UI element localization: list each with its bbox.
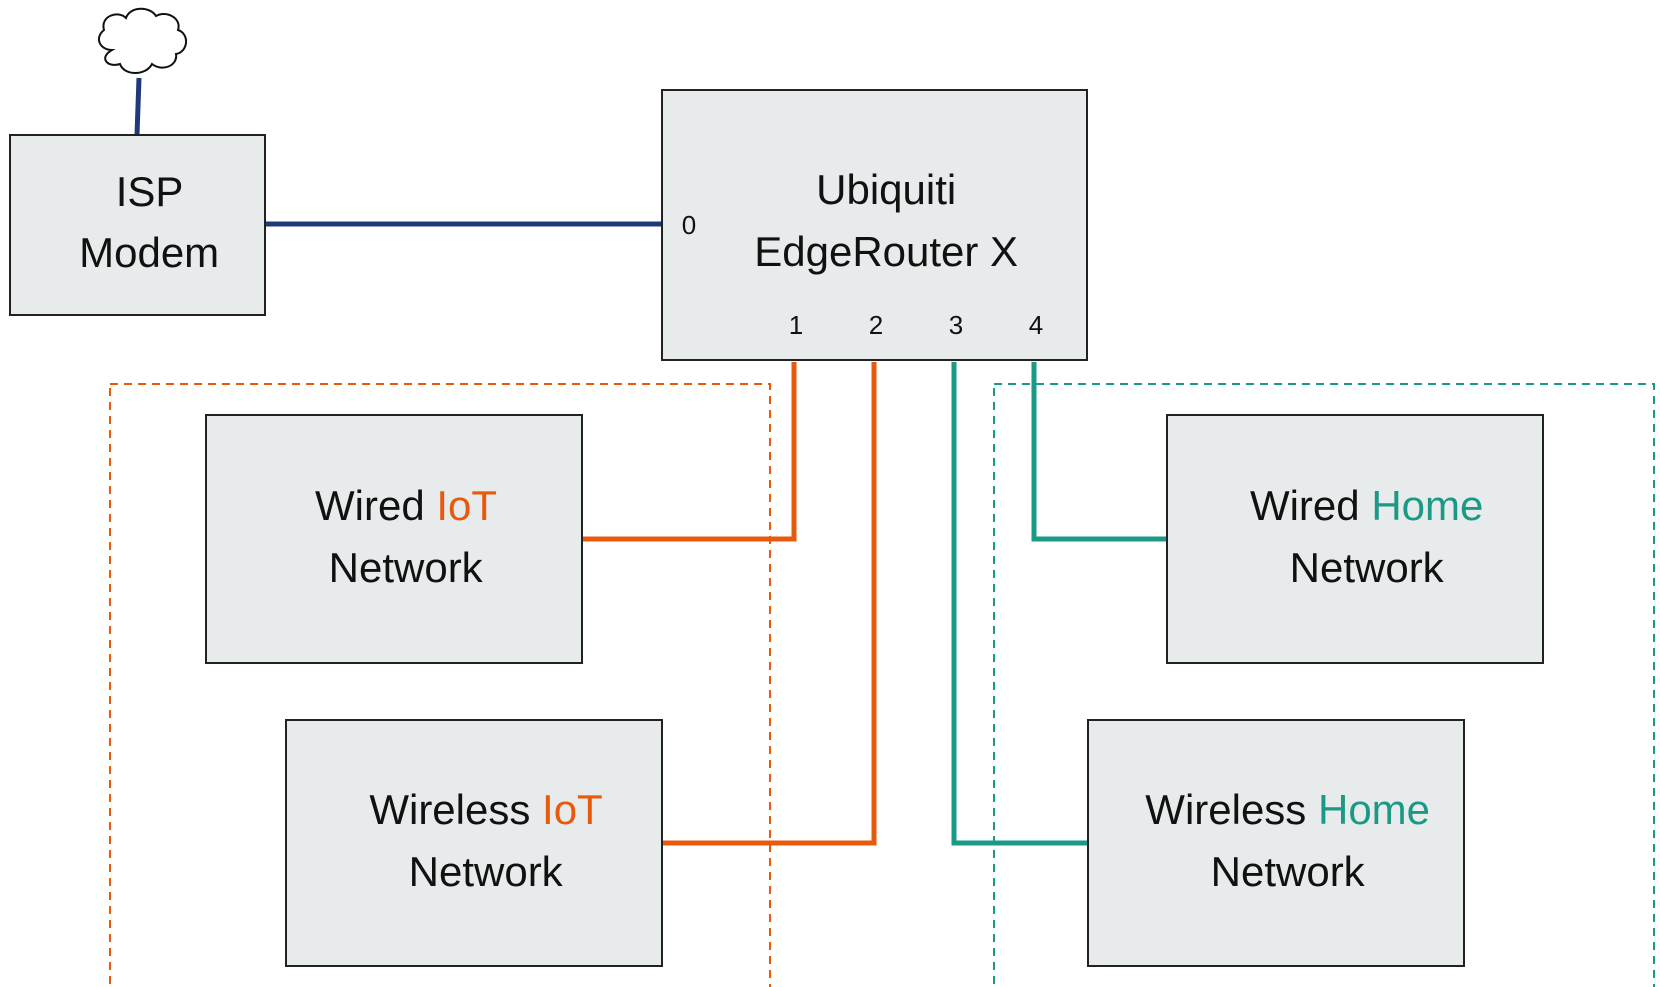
wired-home-line2: Network — [1290, 544, 1445, 591]
wireless-home-prefix: Wireless — [1145, 786, 1318, 833]
svg-text:Network: Network — [1208, 544, 1502, 591]
wired-iot-network-node: Wired IoT Network — [205, 414, 583, 664]
svg-text:EdgeRouter X: EdgeRouter X — [673, 228, 1077, 275]
port-4-label: 4 — [1029, 310, 1043, 340]
wireless-iot-line2: Network — [409, 848, 564, 895]
wired-iot-highlight: IoT — [436, 482, 496, 529]
wireless-iot-network-node: Wireless IoT Network — [285, 719, 663, 967]
wireless-iot-prefix: Wireless — [369, 786, 542, 833]
port-2-label: 2 — [869, 310, 883, 340]
edgerouter-node: Ubiquiti EdgeRouter X 0 1 2 3 4 — [661, 89, 1088, 361]
svg-text:Wireless Home: Wireless Home — [1064, 786, 1489, 833]
modem-label-line1: ISP — [116, 168, 183, 215]
svg-text:Wireless IoT: Wireless IoT — [288, 786, 661, 833]
router-label-line2: EdgeRouter X — [754, 228, 1018, 275]
wired-iot-prefix: Wired — [315, 482, 436, 529]
iot-zone-boundary — [109, 383, 771, 987]
isp-modem-node: ISP Modem — [0, 134, 278, 316]
port1-wired-iot-link — [582, 362, 797, 542]
wireless-home-highlight: Home — [1318, 786, 1430, 833]
wireless-home-line2: Network — [1211, 848, 1366, 895]
svg-text:Network: Network — [247, 544, 541, 591]
svg-text:Ubiquiti: Ubiquiti — [734, 166, 1014, 213]
port2-wireless-iot-link — [662, 362, 877, 846]
cloud-modem-link — [134, 77, 142, 136]
wireless-iot-highlight: IoT — [542, 786, 602, 833]
port4-wired-home-link — [1031, 362, 1167, 542]
wireless-home-network-node: Wireless Home Network — [1064, 719, 1489, 967]
svg-text:ISP: ISP — [34, 168, 241, 215]
port3-wireless-home-link — [951, 362, 1088, 846]
wired-home-network-node: Wired Home Network — [1166, 414, 1544, 664]
wired-home-highlight: Home — [1371, 482, 1483, 529]
wired-home-prefix: Wired — [1250, 482, 1371, 529]
svg-text:Wired IoT: Wired IoT — [233, 482, 554, 529]
svg-text:Network: Network — [327, 848, 621, 895]
port-3-label: 3 — [949, 310, 963, 340]
router-label-line1: Ubiquiti — [816, 166, 956, 213]
cloud-icon — [97, 7, 187, 74]
port-1-label: 1 — [789, 310, 803, 340]
svg-text:Modem: Modem — [0, 229, 278, 276]
home-zone-boundary — [993, 383, 1655, 987]
svg-text:Network: Network — [1129, 848, 1423, 895]
wired-iot-line2: Network — [329, 544, 484, 591]
port-0-label: 0 — [682, 210, 696, 240]
modem-label-line2: Modem — [79, 229, 219, 276]
svg-text:Wired Home: Wired Home — [1168, 482, 1541, 529]
